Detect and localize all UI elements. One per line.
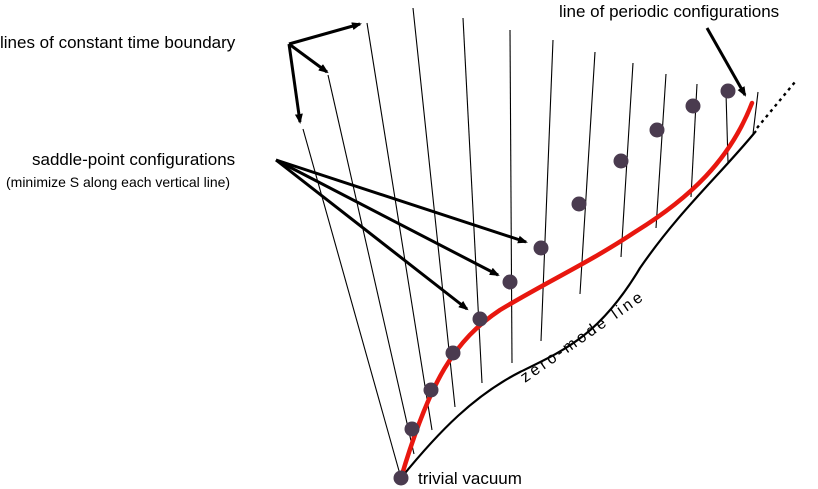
constant-time-lines — [302, 7, 759, 479]
constant-time-line — [327, 74, 415, 455]
constant-time-line — [752, 91, 759, 135]
saddle-point-dot — [613, 153, 629, 169]
constant-time-label: lines of constant time boundary — [0, 33, 236, 52]
saddle-point-dot — [445, 345, 461, 361]
periodic-configurations-arrow — [705, 27, 747, 97]
saddle-point-dot — [685, 98, 701, 114]
zero-mode-label: zero-mode line — [518, 288, 649, 387]
trivial-vacuum-label: trivial vacuum — [418, 469, 522, 488]
periodic-configurations-curve — [398, 100, 755, 481]
saddle-point-dot — [502, 274, 518, 290]
constant-time-arrows — [287, 22, 362, 124]
saddle-point-arrows — [275, 158, 528, 311]
zero-mode-curve — [400, 130, 757, 479]
saddle-point-dot — [533, 240, 549, 256]
saddle-point-dot — [720, 83, 736, 99]
constant-time-line — [655, 73, 667, 229]
zero-mode-dotted-extension — [756, 81, 796, 129]
saddle-point-arrow — [275, 158, 500, 277]
saddle-point-arrow — [275, 158, 469, 311]
saddle-point-dot — [649, 122, 665, 138]
constant-time-line — [579, 51, 596, 295]
constant-time-line — [509, 29, 513, 364]
saddle-point-note: (minimize S along each vertical line) — [6, 174, 230, 190]
saddle-point-dot — [423, 382, 439, 398]
saddle-point-label: saddle-point configurations — [32, 150, 235, 169]
saddle-point-dot — [472, 311, 488, 327]
constant-time-line — [366, 22, 433, 431]
saddle-point-arrow — [275, 158, 528, 244]
saddle-point-dot — [404, 421, 420, 437]
saddle-point-dots — [393, 83, 736, 486]
constant-time-arrow — [287, 43, 303, 124]
constant-time-line — [302, 128, 402, 479]
constant-time-arrow — [288, 42, 329, 74]
saddle-point-dot — [393, 470, 409, 486]
periodic-configurations-label: line of periodic configurations — [559, 2, 779, 21]
constant-time-arrow — [288, 22, 362, 46]
saddle-point-dot — [571, 196, 587, 212]
constant-time-line — [412, 7, 456, 408]
constant-time-line — [540, 39, 554, 342]
